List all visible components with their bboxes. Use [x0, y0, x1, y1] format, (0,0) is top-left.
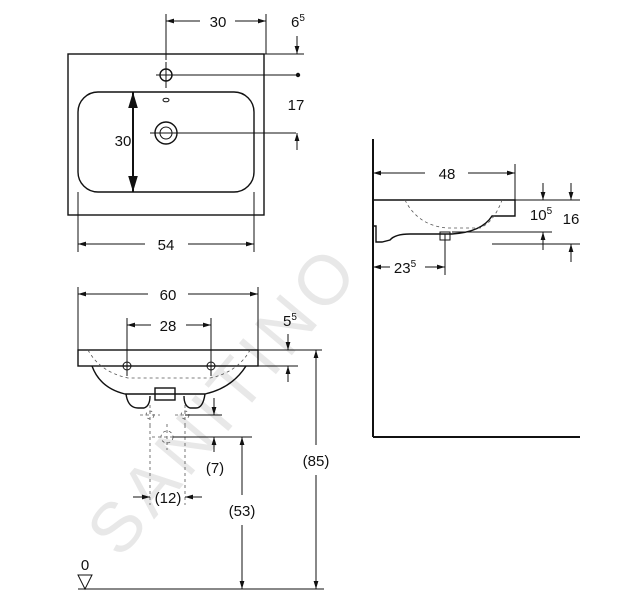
- dim-total-height: (85): [303, 453, 330, 470]
- dim-bowl-height: 30: [115, 133, 132, 150]
- dim-bowl-depth: 105: [530, 206, 553, 224]
- dim-drain-spacing: (12): [155, 490, 182, 507]
- dim-drain-height: (53): [229, 503, 256, 520]
- dim-drain-distance: 235: [394, 259, 417, 277]
- dim-drain-offset: (7): [206, 460, 224, 477]
- bowl-outline-top: [77, 91, 255, 193]
- dim-top-30: 30: [210, 14, 227, 31]
- top-view: 30 65 17 30 54: [67, 13, 305, 254]
- watermark: SANITINO: [72, 229, 375, 569]
- dim-hole-spacing: 28: [160, 318, 177, 335]
- dim-right-17: 17: [288, 97, 305, 114]
- basin-profile-side: [373, 199, 516, 243]
- dim-rim: 55: [283, 312, 297, 330]
- floor-label: 0: [81, 557, 89, 574]
- basin-rim-front: [77, 349, 259, 367]
- side-view: 48 105 16 235: [372, 139, 580, 438]
- dim-bowl-width: 54: [158, 237, 175, 254]
- dim-thickness: 16: [563, 211, 580, 228]
- floor-marker-icon: [77, 574, 93, 591]
- basin-bowl-front: [91, 365, 247, 395]
- dim-total-width: 60: [160, 287, 177, 304]
- front-view: 60 28 55 (7): [77, 287, 330, 591]
- dim-depth: 48: [439, 166, 456, 183]
- dim-corner: 65: [291, 13, 305, 31]
